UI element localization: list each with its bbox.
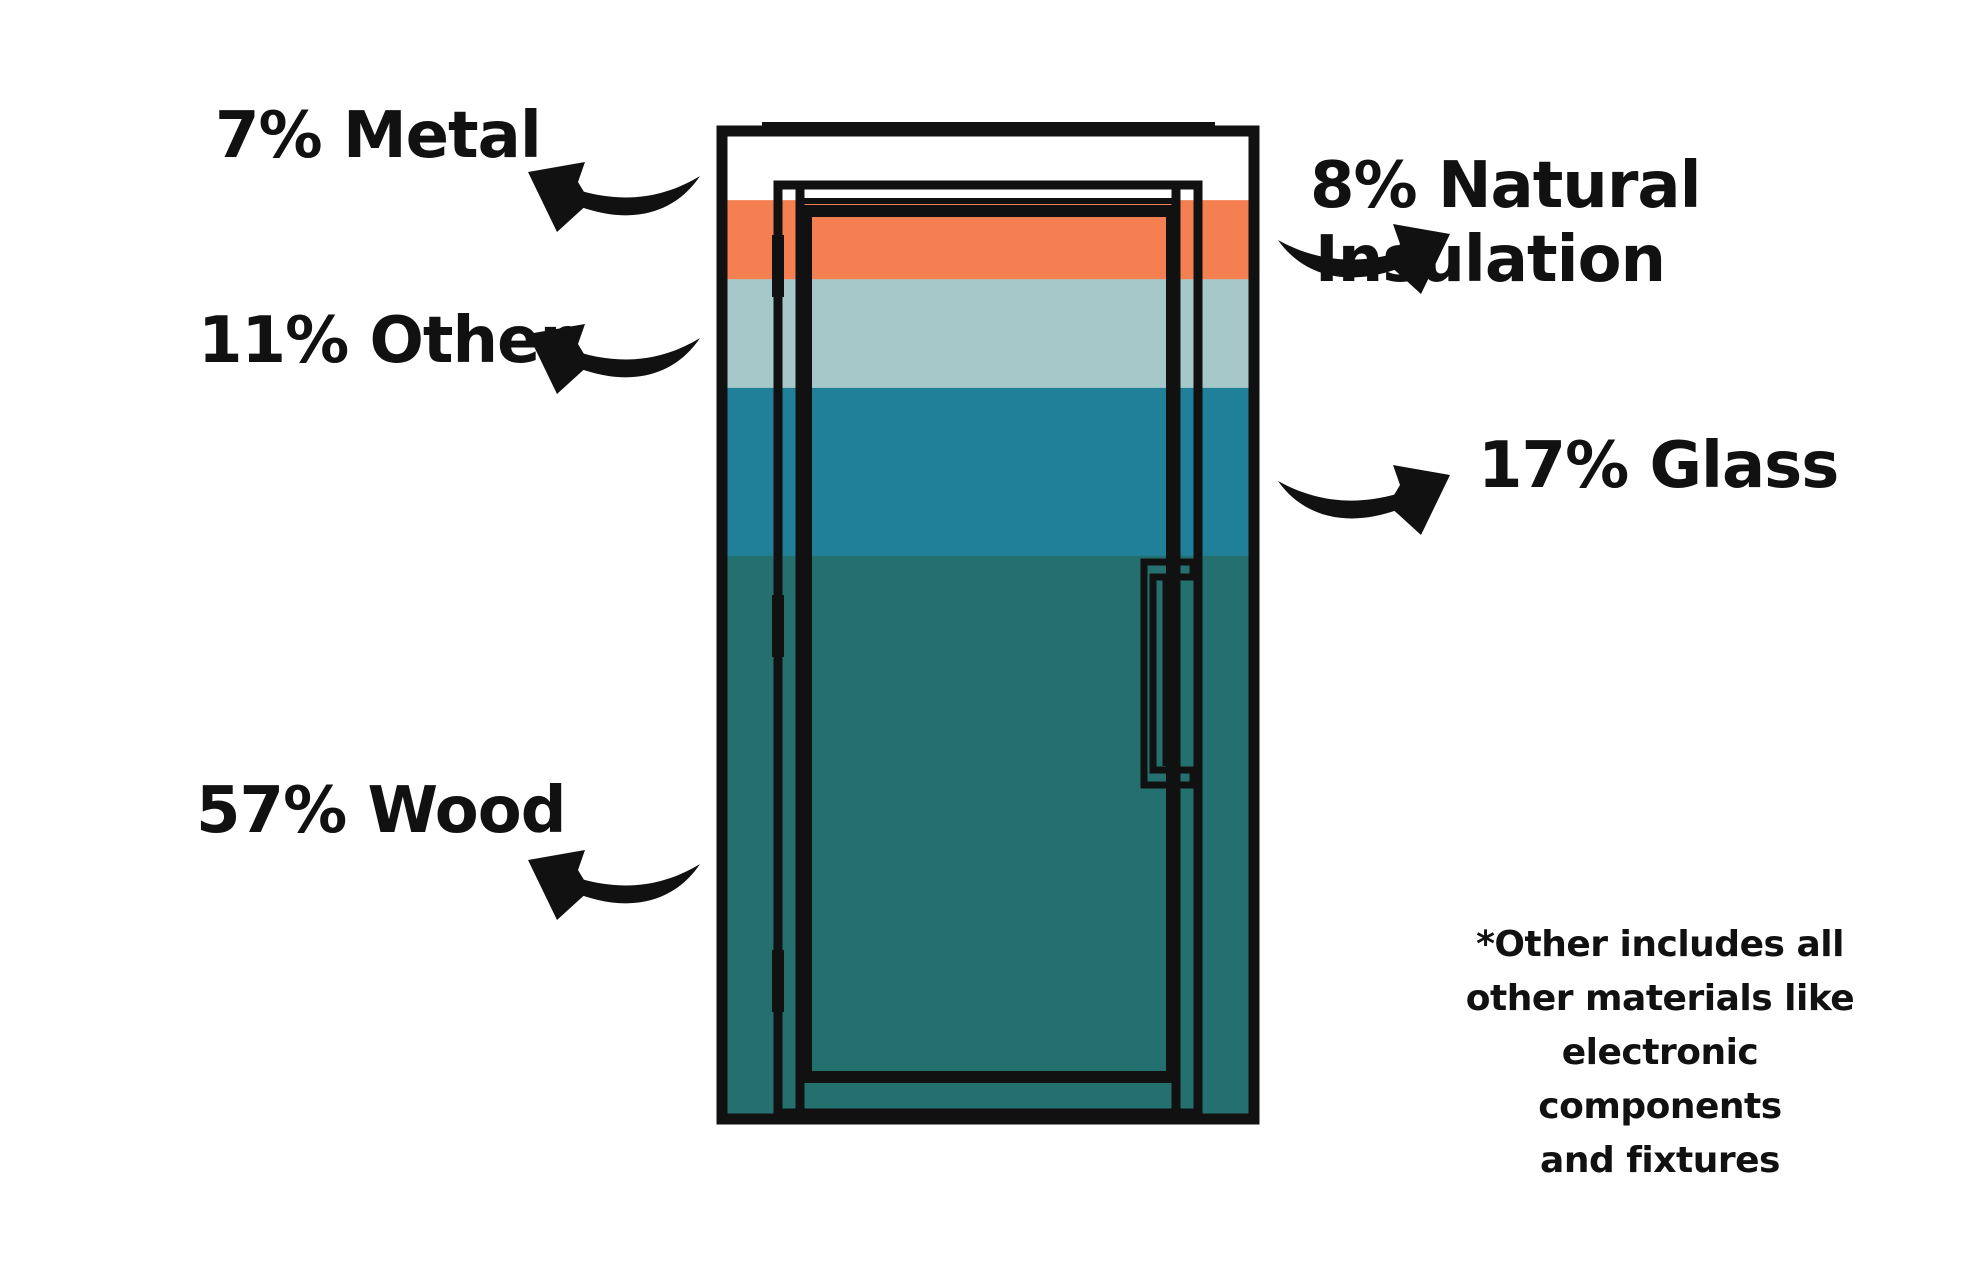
hinge-middle — [772, 595, 784, 657]
hinge-top — [772, 235, 784, 297]
footnote-line: and fixtures — [1540, 1140, 1780, 1181]
door-outer-frame — [716, 125, 1260, 1125]
label-other: 11% Other — [198, 304, 571, 378]
label-natural-insulation: 8% Natural Insulation — [1310, 149, 1702, 297]
arrow-natural-insulation — [1278, 224, 1450, 294]
footnote: *Other includes all other materials like… — [1440, 918, 1880, 1188]
arrow-metal — [528, 162, 700, 232]
label-wood: 57% Wood — [196, 774, 567, 848]
label-glass: 17% Glass — [1478, 429, 1839, 503]
label-natural-line2: Insulation — [1314, 222, 1666, 297]
footnote-line: electronic components — [1538, 1032, 1782, 1127]
label-metal: 7% Metal — [215, 99, 542, 173]
arrow-wood — [528, 850, 700, 920]
pointer-arrows — [528, 162, 1450, 920]
door-outline — [716, 122, 1260, 1125]
door-handle — [1140, 558, 1197, 789]
footnote-line: *Other includes all — [1476, 924, 1844, 965]
hinge-bottom — [772, 950, 784, 1012]
arrow-glass — [1278, 465, 1450, 535]
arrow-other — [528, 324, 700, 394]
label-natural-line1: 8% Natural — [1310, 149, 1702, 223]
footnote-line: other materials like — [1465, 978, 1855, 1019]
